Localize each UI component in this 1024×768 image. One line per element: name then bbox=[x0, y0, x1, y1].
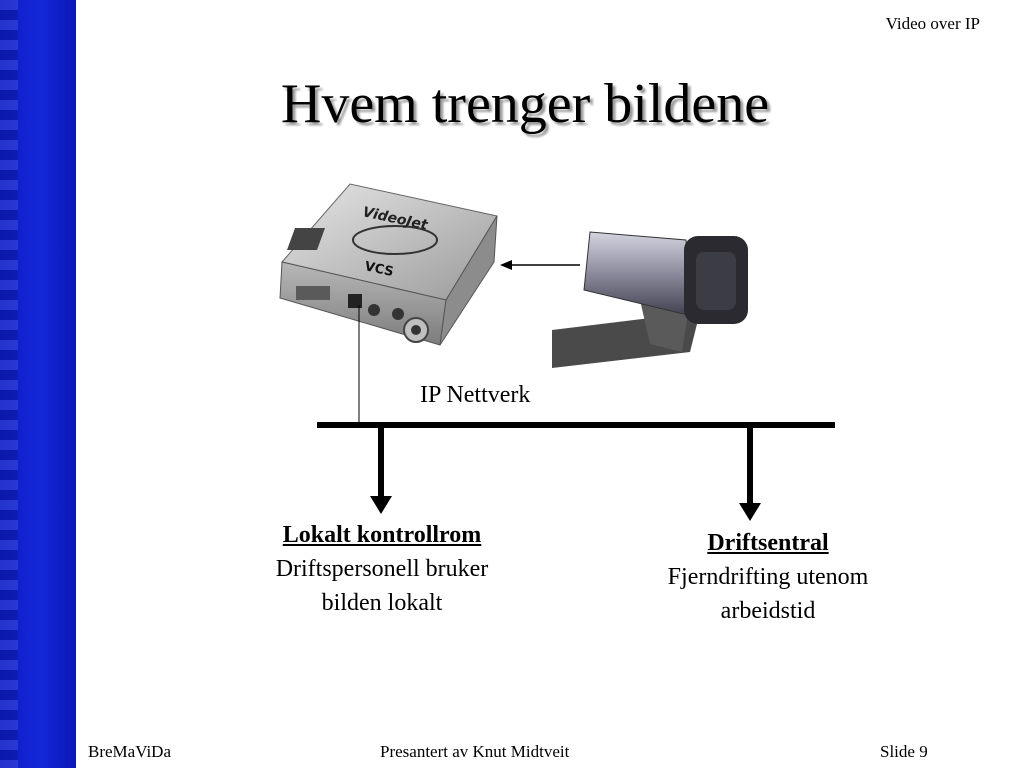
videojet-device-image: VideoJet VCS bbox=[279, 183, 498, 346]
operations-center-desc-line-2: arbeidstid bbox=[720, 598, 816, 624]
slide-title: Hvem trenger bildene bbox=[280, 73, 770, 135]
operations-center-title: Driftsentral bbox=[707, 530, 829, 556]
header-label: Video over IP bbox=[885, 14, 980, 33]
footer-left: BreMaViDa bbox=[88, 742, 172, 761]
arrow-to-control-room-head bbox=[370, 496, 392, 514]
control-room-title: Lokalt kontrollrom bbox=[282, 522, 482, 548]
device-maker-label: VCS bbox=[363, 259, 395, 280]
operations-center-node: Driftsentral Fjerndrifting utenom arbeid… bbox=[618, 526, 918, 628]
control-room-node: Lokalt kontrollrom Driftspersonell bruke… bbox=[232, 518, 532, 620]
sidebar-pattern bbox=[0, 0, 18, 768]
control-room-desc-line-2: bilden lokalt bbox=[321, 590, 443, 616]
camera-feed-arrowhead bbox=[500, 260, 512, 270]
network-label: IP Nettverk bbox=[420, 382, 531, 408]
operations-center-desc-line-1: Fjerndrifting utenom bbox=[667, 564, 869, 590]
footer-center: Presantert av Knut Midtveit bbox=[380, 742, 570, 761]
footer-slide-number: Slide 9 bbox=[880, 742, 928, 761]
camera-image bbox=[552, 231, 748, 368]
control-room-desc-line-1: Driftspersonell bruker bbox=[275, 556, 489, 582]
sidebar-band bbox=[0, 0, 76, 768]
arrow-to-operations-center-head bbox=[739, 503, 761, 521]
